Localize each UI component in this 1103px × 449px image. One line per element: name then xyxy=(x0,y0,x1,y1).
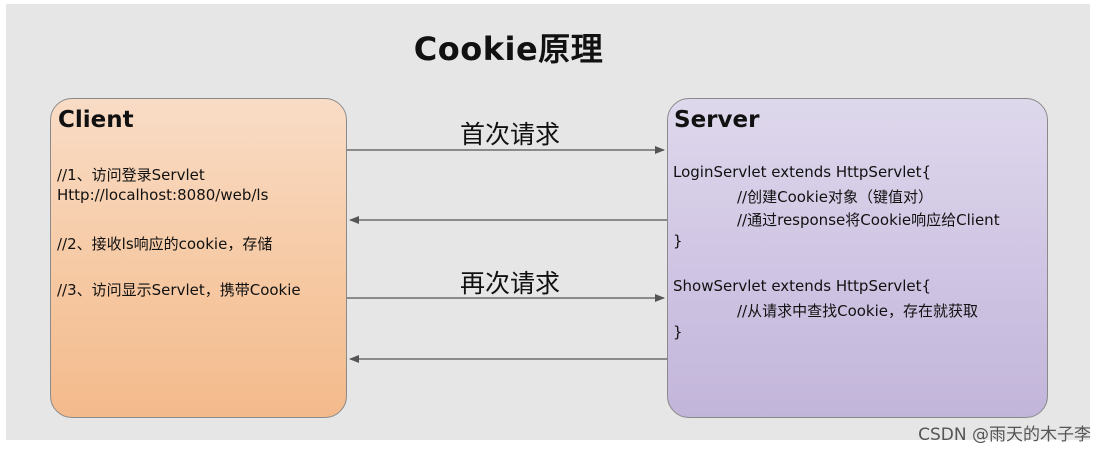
client-title: Client xyxy=(58,107,134,133)
server-line-3: //通过response将Cookie响应给Client xyxy=(737,211,1000,229)
client-box: Client //1、访问登录Servlet Http://localhost:… xyxy=(50,98,347,418)
first-request-label: 首次请求 xyxy=(460,120,561,149)
server-box: Server LoginServlet extends HttpServlet{… xyxy=(667,98,1048,418)
client-line-4: //3、访问显示Servlet，携带Cookie xyxy=(57,281,301,299)
client-line-3: //2、接收ls响应的cookie，存储 xyxy=(57,235,273,253)
server-line-5: ShowServlet extends HttpServlet{ xyxy=(673,277,932,295)
server-line-7: } xyxy=(673,323,683,341)
second-request-label: 再次请求 xyxy=(460,269,561,298)
client-line-2: Http://localhost:8080/web/ls xyxy=(57,186,269,204)
client-line-1: //1、访问登录Servlet xyxy=(57,166,205,184)
watermark: CSDN @雨天的木子李 xyxy=(918,425,1091,445)
server-line-2: //创建Cookie对象（键值对） xyxy=(737,188,934,206)
server-line-1: LoginServlet extends HttpServlet{ xyxy=(673,163,932,181)
server-line-6: //从请求中查找Cookie，存在就获取 xyxy=(737,302,979,320)
server-title: Server xyxy=(674,107,760,133)
diagram-title: Cookie原理 xyxy=(413,30,604,68)
server-line-4: } xyxy=(673,232,683,250)
